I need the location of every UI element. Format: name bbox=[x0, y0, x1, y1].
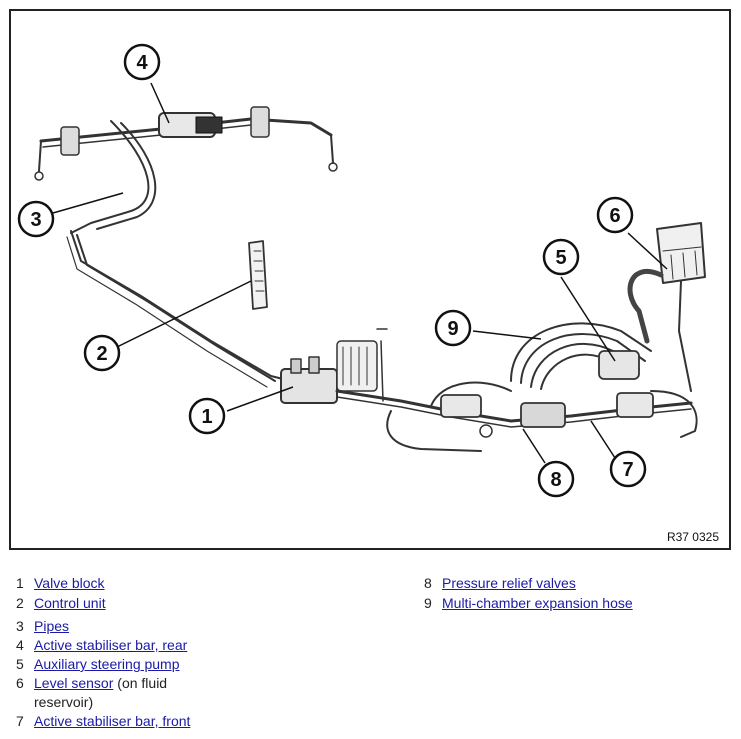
svg-text:6: 6 bbox=[609, 205, 620, 227]
callout-6: 6 bbox=[596, 196, 634, 234]
legend-link-front-stabiliser-bar[interactable]: Active stabiliser bar, front bbox=[34, 713, 191, 729]
hydraulic-system-drawing: 4 3 2 1 6 5 9 7 bbox=[17, 43, 706, 498]
callout-5: 5 bbox=[542, 238, 580, 276]
rear-stabiliser-bar bbox=[34, 106, 338, 181]
svg-text:2: 2 bbox=[96, 343, 107, 365]
callout-3: 3 bbox=[17, 200, 55, 238]
diagram-frame: 4 3 2 1 6 5 9 7 bbox=[9, 9, 731, 550]
fluid-reservoir bbox=[627, 222, 706, 392]
legend-link-level-sensor[interactable]: Level sensor bbox=[34, 675, 114, 691]
svg-text:1: 1 bbox=[201, 406, 212, 428]
callout-2: 2 bbox=[83, 334, 121, 372]
callout-1: 1 bbox=[188, 397, 226, 435]
callout-4: 4 bbox=[123, 43, 161, 81]
auxiliary-steering-pump bbox=[598, 350, 640, 380]
legend-link-control-unit[interactable]: Control unit bbox=[34, 595, 106, 611]
legend-link-rear-stabiliser-bar[interactable]: Active stabiliser bar, rear bbox=[34, 637, 188, 653]
legend-note: (on fluid reservoir) bbox=[34, 675, 168, 710]
control-unit bbox=[248, 240, 268, 310]
callout-8: 8 bbox=[537, 460, 575, 498]
svg-text:4: 4 bbox=[136, 52, 148, 74]
legend-link-auxiliary-steering-pump[interactable]: Auxiliary steering pump bbox=[34, 656, 180, 672]
svg-text:5: 5 bbox=[555, 247, 566, 269]
legend-link-pressure-relief-valves[interactable]: Pressure relief valves bbox=[442, 575, 576, 591]
svg-text:3: 3 bbox=[30, 209, 41, 231]
svg-text:7: 7 bbox=[622, 459, 633, 481]
callout-7: 7 bbox=[609, 450, 647, 488]
front-hose-assembly bbox=[335, 381, 698, 452]
legend-link-valve-block[interactable]: Valve block bbox=[34, 575, 105, 591]
reference-code: R37 0325 bbox=[666, 530, 719, 544]
callout-9: 9 bbox=[434, 309, 472, 347]
svg-text:8: 8 bbox=[550, 469, 561, 491]
svg-text:9: 9 bbox=[447, 318, 458, 340]
valve-block bbox=[280, 328, 388, 404]
legend-link-pipes[interactable]: Pipes bbox=[34, 618, 70, 634]
leader-lines bbox=[52, 82, 668, 464]
legend-link-expansion-hose[interactable]: Multi-chamber expansion hose bbox=[442, 595, 633, 611]
